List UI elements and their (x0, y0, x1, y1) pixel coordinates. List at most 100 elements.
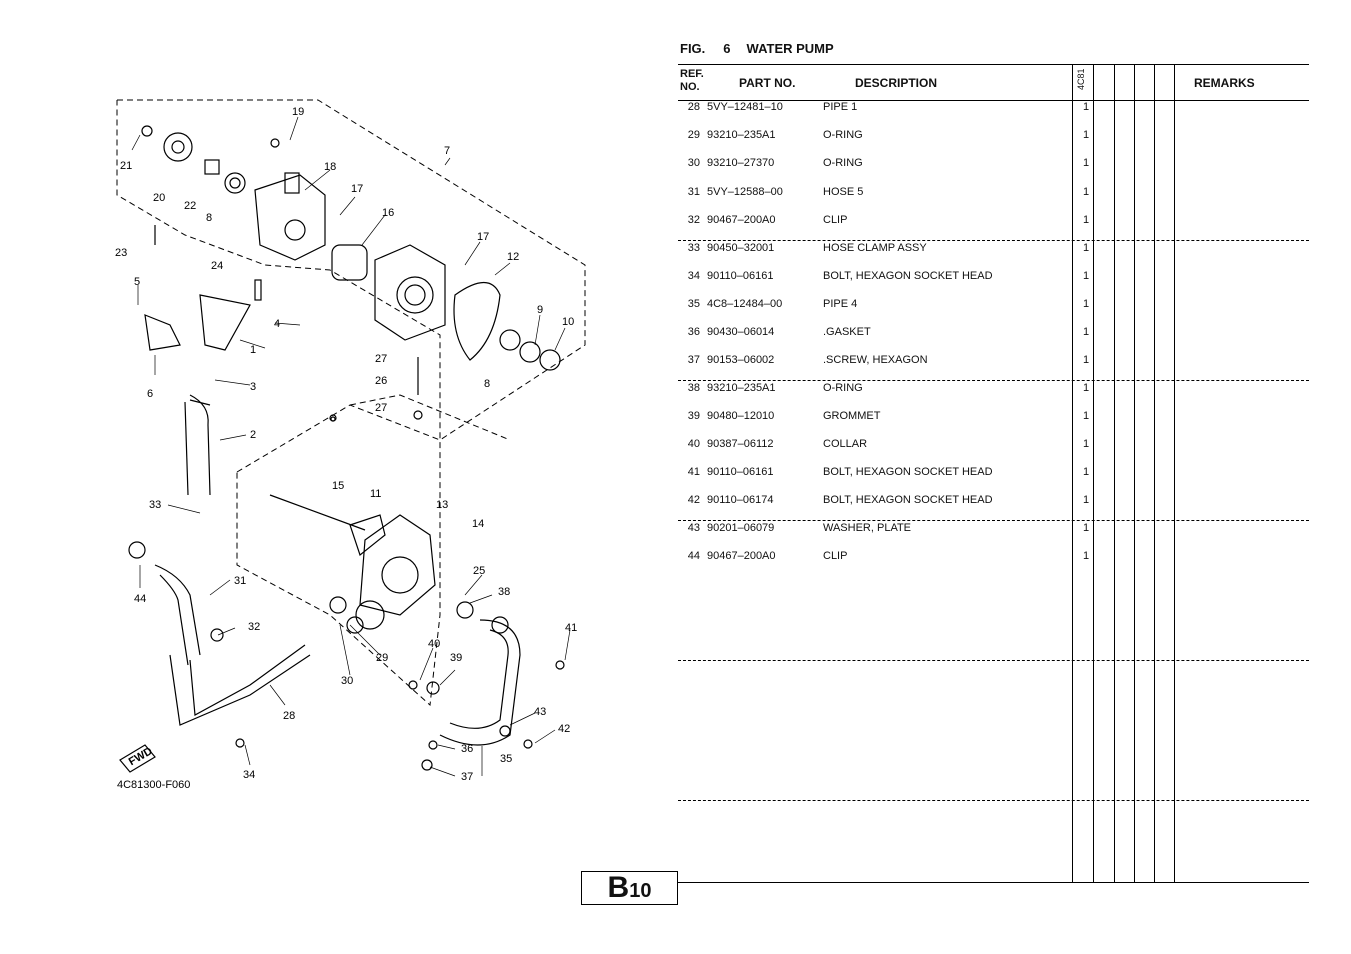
part-no-cell: 5VY–12588–00 (707, 186, 783, 198)
callout-8b: 8 (484, 378, 490, 390)
callout-19: 19 (292, 106, 304, 118)
description-cell: WASHER, PLATE (823, 522, 912, 534)
page-number-box: B10 (581, 871, 678, 905)
part-no-cell: 90480–12010 (707, 410, 775, 422)
callout-21: 21 (120, 160, 132, 172)
quantity-cell: 1 (1082, 129, 1090, 141)
table-row: 30 93210–27370 O-RING 1 (678, 157, 1309, 185)
quantity-cell: 1 (1082, 466, 1090, 478)
part-no-cell: 90110–06161 (707, 270, 774, 282)
quantity-cell: 1 (1082, 382, 1090, 394)
callout-15: 15 (332, 480, 344, 492)
callout-10: 10 (562, 316, 574, 328)
description-cell: BOLT, HEXAGON SOCKET HEAD (823, 466, 993, 478)
page-number: 10 (629, 880, 652, 902)
callout-6: 6 (147, 388, 153, 400)
callout-9: 9 (537, 304, 543, 316)
table-row: 39 90480–12010 GROMMET 1 (678, 410, 1309, 438)
callout-24: 24 (211, 260, 223, 272)
quantity-cell: 1 (1082, 270, 1090, 282)
part-no-cell: 93210–235A1 (707, 382, 776, 394)
table-row: 35 4C8–12484–00 PIPE 4 1 (678, 298, 1309, 326)
part-no-cell: 90110–06174 (707, 494, 774, 506)
header-model: 4C81 (1076, 68, 1086, 90)
description-cell: O-RING (823, 157, 863, 169)
description-cell: PIPE 1 (823, 101, 858, 113)
ref-no-cell: 35 (687, 298, 700, 310)
assembly-outlines (116, 99, 586, 707)
figure-number: 6 (723, 41, 731, 56)
table-row: 41 90110–06161 BOLT, HEXAGON SOCKET HEAD… (678, 466, 1309, 494)
quantity-cell: 1 (1082, 214, 1090, 226)
table-row: 31 5VY–12588–00 HOSE 5 1 (678, 186, 1309, 214)
ref-no-cell: 37 (687, 354, 700, 366)
table-row: 43 90201–06079 WASHER, PLATE 1 (678, 522, 1309, 550)
quantity-cell: 1 (1082, 326, 1090, 338)
quantity-cell: 1 (1082, 186, 1090, 198)
ref-no-cell: 44 (687, 550, 700, 562)
description-cell: HOSE 5 (823, 186, 864, 198)
column-rule-2 (1093, 64, 1094, 882)
callout-12: 12 (507, 251, 519, 263)
table-row: 34 90110–06161 BOLT, HEXAGON SOCKET HEAD… (678, 270, 1309, 298)
description-cell: CLIP (823, 550, 848, 562)
quantity-cell: 1 (1082, 242, 1090, 254)
callout-8a: 8 (206, 212, 212, 224)
column-rule-remarks (1174, 64, 1175, 882)
callout-32: 32 (248, 621, 260, 633)
callout-28: 28 (283, 710, 295, 722)
callout-29: 29 (376, 652, 388, 664)
table-row: 42 90110–06174 BOLT, HEXAGON SOCKET HEAD… (678, 494, 1309, 522)
part-no-cell: 90387–06112 (707, 438, 774, 450)
group-divider (678, 380, 1309, 381)
callout-42: 42 (558, 723, 570, 735)
callout-2: 2 (250, 429, 256, 441)
quantity-cell: 1 (1082, 101, 1090, 113)
part-no-cell: 90467–200A0 (707, 214, 776, 226)
callout-20: 20 (153, 192, 165, 204)
callout-31: 31 (234, 575, 246, 587)
part-no-cell: 93210–235A1 (707, 129, 776, 141)
table-row: 36 90430–06014 .GASKET 1 (678, 326, 1309, 354)
ref-no-cell: 31 (687, 186, 700, 198)
callout-16: 16 (382, 207, 394, 219)
description-cell: COLLAR (823, 438, 868, 450)
callout-13: 13 (436, 499, 448, 511)
callout-17b: 17 (477, 231, 489, 243)
callout-1: 1 (250, 344, 256, 356)
callout-41: 41 (565, 622, 577, 634)
ref-no-cell: 28 (687, 101, 700, 113)
description-cell: O-RING (823, 129, 863, 141)
callout-35: 35 (500, 753, 512, 765)
column-rule-5 (1154, 64, 1155, 882)
description-cell: O-RING (823, 382, 863, 394)
quantity-cell: 1 (1082, 298, 1090, 310)
description-cell: PIPE 4 (823, 298, 858, 310)
column-rule-4 (1134, 64, 1135, 882)
table-row: 44 90467–200A0 CLIP 1 (678, 550, 1309, 578)
callout-5: 5 (134, 276, 140, 288)
part-no-cell: 93210–27370 (707, 157, 775, 169)
ref-no-cell: 40 (687, 438, 700, 450)
description-cell: BOLT, HEXAGON SOCKET HEAD (823, 270, 993, 282)
ref-no-cell: 29 (687, 129, 700, 141)
callout-22: 22 (184, 200, 196, 212)
ref-no-cell: 34 (687, 270, 700, 282)
callout-27a: 27 (375, 353, 387, 365)
callout-labels: 1 2 3 4 5 6 7 8 8 9 10 11 12 13 14 15 16… (115, 106, 577, 783)
table-row: 33 90450–32001 HOSE CLAMP ASSY 1 (678, 242, 1309, 270)
callout-7: 7 (444, 145, 450, 157)
group-divider (678, 660, 1309, 661)
description-cell: BOLT, HEXAGON SOCKET HEAD (823, 494, 993, 506)
part-no-cell: 90430–06014 (707, 326, 775, 338)
callout-33: 33 (149, 499, 161, 511)
callout-4: 4 (274, 318, 280, 330)
ref-no-cell: 38 (687, 382, 700, 394)
header-remarks: REMARKS (1194, 76, 1255, 90)
callout-27b: 27 (375, 402, 387, 414)
part-no-cell: 90110–06161 (707, 466, 774, 478)
header-description: DESCRIPTION (855, 76, 938, 90)
parts-table: REF. NO. PART NO. DESCRIPTION 4C81 REMAR… (678, 64, 1309, 882)
quantity-cell: 1 (1082, 494, 1090, 506)
table-top-rule (678, 64, 1309, 65)
